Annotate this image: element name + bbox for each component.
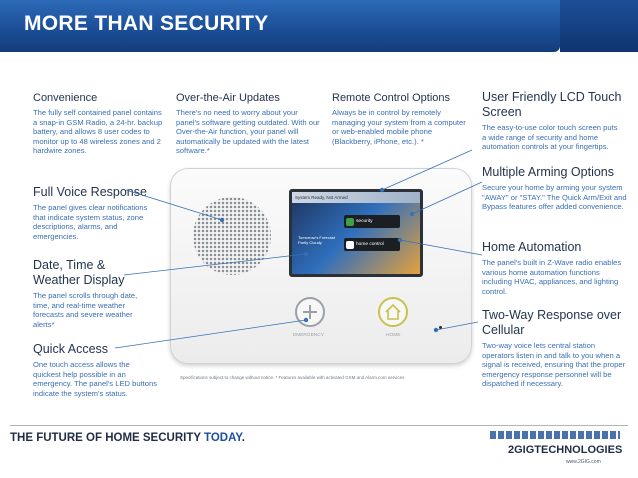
screen-content: security home control Tomorrow's Forecas…	[292, 203, 420, 274]
house-icon	[346, 241, 354, 249]
feature-two-way: Two-Way Response over Cellular Two-way v…	[482, 308, 628, 389]
banner-bar	[0, 0, 560, 52]
feature-ota: Over-the-Air Updates There's no need to …	[176, 92, 321, 156]
tagline-text: THE FUTURE OF HOME SECURITY	[10, 432, 205, 444]
feature-body: Always be in control by remotely managin…	[332, 108, 466, 146]
footer-tagline: THE FUTURE OF HOME SECURITY TODAY.	[10, 432, 245, 444]
logo-bars	[490, 431, 620, 439]
shield-icon	[346, 218, 354, 226]
feature-lcd: User Friendly LCD Touch Screen The easy-…	[482, 90, 622, 152]
feature-title: Quick Access	[33, 342, 109, 356]
feature-quick-access: Quick Access One touch access allows the…	[33, 342, 157, 398]
screen-status-bar: System Ready, Not Armed	[292, 192, 420, 203]
feature-remote: Remote Control Options Always be in cont…	[332, 92, 474, 146]
feature-title: Date, Time & Weather Display	[33, 258, 125, 287]
feature-title: Home Automation	[482, 240, 582, 254]
feature-voice: Full Voice Response The panel gives clea…	[33, 185, 161, 241]
feature-body: There's no need to worry about your pane…	[176, 108, 320, 156]
home-control-button[interactable]: home control	[344, 238, 400, 251]
feature-title: Two-Way Response over Cellular	[482, 308, 622, 337]
security-button[interactable]: security	[344, 215, 400, 228]
feature-title: Over-the-Air Updates	[176, 92, 280, 104]
feature-body: The easy-to-use color touch screen puts …	[482, 123, 618, 152]
feature-convenience: Convenience The fully self contained pan…	[33, 92, 163, 156]
tagline-emphasis: TODAY	[204, 432, 242, 444]
brand-logo: 2GIGTECHNOLOGIES	[508, 444, 623, 456]
home-button[interactable]	[378, 297, 408, 327]
touch-screen[interactable]: System Ready, Not Armed security home co…	[289, 189, 423, 277]
speaker-grille	[193, 197, 271, 275]
feature-body: The panel's built in Z-Wave radio enable…	[482, 258, 622, 296]
emergency-button[interactable]	[295, 297, 325, 327]
footer-divider	[10, 425, 628, 426]
feature-datetime: Date, Time & Weather Display The panel s…	[33, 258, 153, 329]
feature-body: One touch access allows the quickest hel…	[33, 360, 158, 398]
feature-title: Full Voice Response	[33, 185, 147, 199]
feature-body: The panel gives clear notifications that…	[33, 203, 148, 241]
feature-title: Multiple Arming Options	[482, 165, 615, 179]
feature-body: Secure your home by arming your system "…	[482, 183, 627, 212]
feature-title: User Friendly LCD Touch Screen	[482, 90, 622, 119]
brand-url: www.2GIG.com	[566, 459, 601, 465]
house-outline-icon	[385, 303, 401, 320]
home-label: HOME	[386, 333, 401, 338]
status-led	[439, 326, 442, 329]
alarm-panel-device: System Ready, Not Armed security home co…	[170, 168, 472, 364]
feature-body: The panel scrolls through date, time, an…	[33, 291, 138, 329]
feature-title: Remote Control Options	[332, 92, 450, 104]
page-title: MORE THAN SECURITY	[24, 12, 269, 35]
feature-arming: Multiple Arming Options Secure your home…	[482, 165, 628, 212]
header-banner: MORE THAN SECURITY	[0, 0, 638, 62]
feature-automation: Home Automation The panel's built in Z-W…	[482, 240, 622, 296]
emergency-label: EMERGENCY	[293, 333, 324, 338]
footnote: Specifications subject to change without…	[180, 375, 405, 380]
feature-title: Convenience	[33, 92, 98, 104]
feature-body: Two-way voice lets central station opera…	[482, 341, 626, 389]
tagline-period: .	[241, 432, 245, 444]
plus-icon	[303, 305, 317, 319]
weather-forecast: Tomorrow's Forecast Partly Cloudy	[298, 235, 335, 245]
banner-edge	[560, 0, 638, 52]
feature-body: The fully self contained panel contains …	[33, 108, 163, 156]
